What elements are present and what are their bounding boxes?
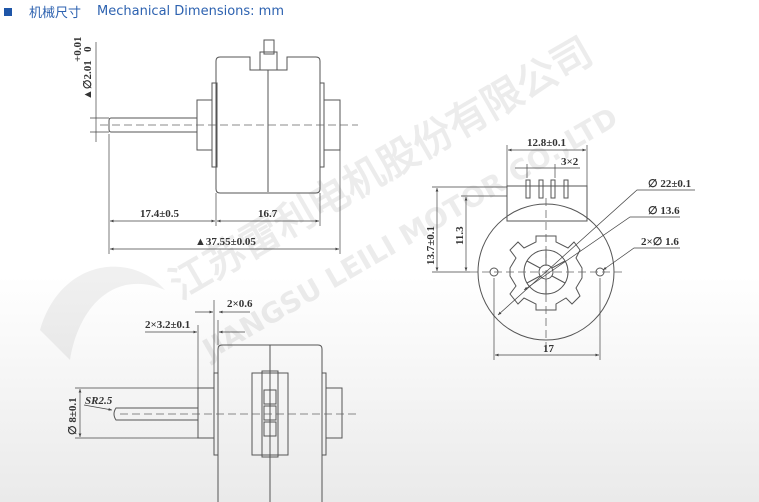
top-view: 17.4±0.5 16.7 ▲37.55±0.05 ▲∅2.01 +0.01 0 [72, 36, 358, 254]
bottom-view: 2×3.2±0.1 2×0.6 SR2.5 ∅ 8±0.1 [67, 298, 358, 502]
dim-boss-diameter: ∅ 8±0.1 [67, 397, 79, 435]
dim-sphere-radius: SR2.5 [85, 395, 113, 407]
dim-flange-length: 2×3.2±0.1 [145, 319, 190, 331]
title-en: Mechanical Dimensions: mm [97, 4, 285, 19]
dim-body-length: 16.7 [258, 208, 278, 220]
dim-total-length: ▲37.55±0.05 [195, 236, 256, 248]
bullet-square-icon [4, 7, 12, 16]
front-view: 12.8±0.1 3×2 13.7±0.1 11.3 17 ∅ 22±0.1 ∅… [425, 137, 695, 360]
dim-hole-span: 17 [543, 343, 555, 355]
dim-outer-diameter: ∅ 22±0.1 [648, 178, 691, 190]
dim-shaft-diameter: ▲∅2.01 [82, 60, 94, 100]
dim-shaft-length: 17.4±0.5 [140, 208, 180, 220]
title-cn: 机械尺寸 [29, 6, 82, 21]
dim-width: 12.8±0.1 [527, 137, 566, 149]
dim-flange-thickness: 2×0.6 [227, 298, 253, 310]
dim-height-center: 11.3 [454, 226, 466, 245]
logo-mark-icon [40, 266, 165, 360]
dim-shaft-tol-plus: +0.01 [72, 36, 84, 62]
dim-height-total: 13.7±0.1 [425, 226, 437, 265]
dim-hole-diameter: 2×∅ 1.6 [641, 236, 679, 248]
dim-pin-pitch: 3×2 [561, 156, 579, 168]
dim-inner-diameter: ∅ 13.6 [648, 205, 680, 217]
watermark: 江苏雷利电机股份有限公司 JIANGSU LEILI MOTOR CO.,LTD [40, 29, 623, 367]
section-header: 机械尺寸 Mechanical Dimensions: mm [4, 2, 284, 21]
dim-shaft-tol-minus: 0 [82, 46, 94, 52]
